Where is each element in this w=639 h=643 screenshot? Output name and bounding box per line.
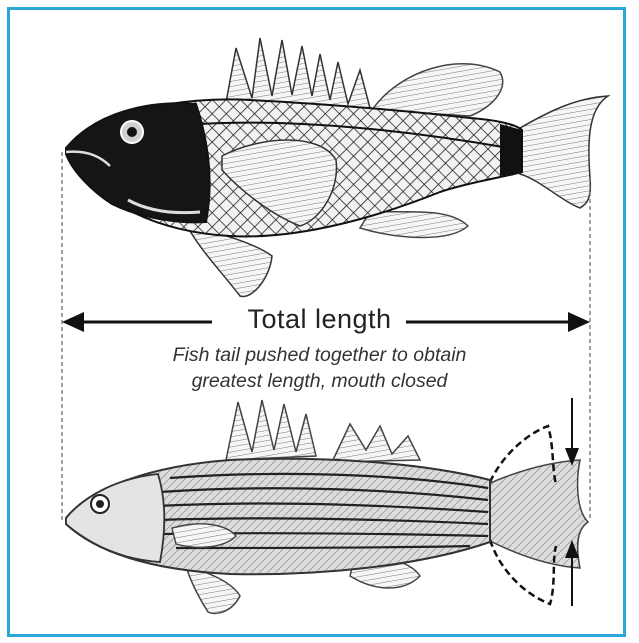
- bottom-fish-head: [66, 474, 164, 562]
- top-fish-soft-dorsal-fin: [372, 64, 503, 116]
- top-fish-tail-fin: [520, 96, 608, 208]
- bottom-fish-soft-dorsal-fin: [332, 424, 420, 462]
- top-fish-spiny-dorsal-fin: [225, 38, 370, 108]
- note-line-1: Fish tail pushed together to obtain: [0, 344, 639, 367]
- bottom-fish: [66, 400, 588, 613]
- note-line-2: greatest length, mouth closed: [0, 370, 639, 393]
- top-fish: [66, 38, 608, 296]
- total-length-label: Total length: [0, 304, 639, 335]
- bottom-fish-spiny-dorsal-fin: [226, 400, 316, 460]
